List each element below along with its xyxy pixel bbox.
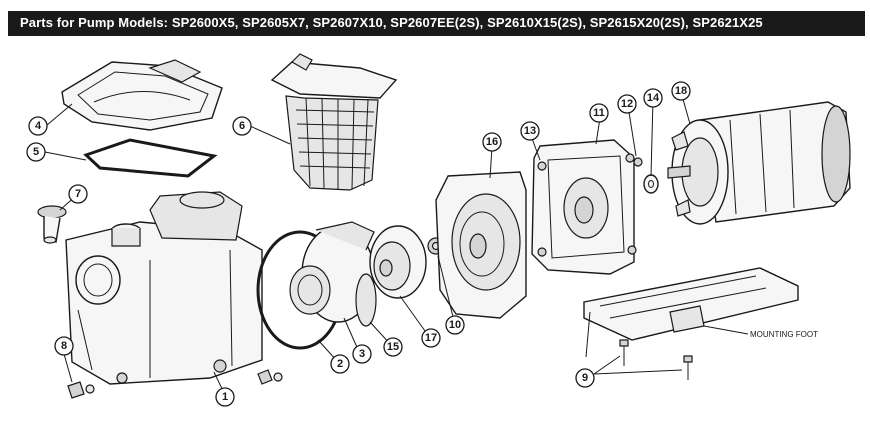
callout-8-number: 8 bbox=[61, 340, 67, 352]
callout-4: 4 bbox=[28, 116, 48, 136]
callout-16-number: 16 bbox=[486, 136, 498, 148]
foot-screws bbox=[619, 339, 693, 380]
callout-13: 13 bbox=[520, 121, 540, 141]
impeller bbox=[369, 225, 427, 299]
drain-plug-knob bbox=[37, 205, 67, 244]
callout-6: 6 bbox=[232, 116, 252, 136]
callout-1: 1 bbox=[215, 387, 235, 407]
callout-4-number: 4 bbox=[35, 120, 42, 132]
callout-17-number: 17 bbox=[425, 332, 437, 344]
callout-15-number: 15 bbox=[387, 341, 399, 353]
drain-plugs bbox=[67, 369, 283, 399]
callout-2-number: 2 bbox=[337, 358, 343, 370]
bracket-bolt bbox=[633, 157, 643, 167]
strainer-basket bbox=[270, 53, 398, 191]
callout-18-number: 18 bbox=[675, 85, 687, 97]
callout-7: 7 bbox=[68, 184, 88, 204]
callout-6-number: 6 bbox=[239, 120, 245, 132]
callout-17: 17 bbox=[421, 328, 441, 348]
callout-3: 3 bbox=[352, 344, 372, 364]
mounting-foot bbox=[583, 267, 799, 341]
impeller-ring bbox=[355, 273, 377, 327]
callout-5: 5 bbox=[26, 142, 46, 162]
callout-11: 11 bbox=[589, 103, 609, 123]
callout-8: 8 bbox=[54, 336, 74, 356]
callout-14: 14 bbox=[643, 88, 663, 108]
callout-16: 16 bbox=[482, 132, 502, 152]
callout-9: 9 bbox=[575, 368, 595, 388]
callout-3-number: 3 bbox=[359, 348, 365, 360]
callout-2: 2 bbox=[330, 354, 350, 374]
washer bbox=[643, 174, 659, 194]
callout-9-number: 9 bbox=[582, 372, 588, 384]
callout-5-number: 5 bbox=[33, 146, 39, 158]
callout-7-number: 7 bbox=[75, 188, 81, 200]
callout-12-number: 12 bbox=[621, 98, 633, 110]
callout-1-number: 1 bbox=[222, 391, 228, 403]
callout-12: 12 bbox=[617, 94, 637, 114]
motor bbox=[667, 101, 851, 225]
callout-13-number: 13 bbox=[524, 125, 536, 137]
callout-15: 15 bbox=[383, 337, 403, 357]
callout-18: 18 bbox=[671, 81, 691, 101]
parts-header-bar: Parts for Pump Models: SP2600X5, SP2605X… bbox=[8, 11, 865, 36]
seal-plate bbox=[435, 171, 527, 319]
cover-gasket bbox=[83, 138, 218, 178]
strainer-cover bbox=[61, 59, 223, 131]
pump-housing bbox=[65, 191, 263, 385]
callout-10-number: 10 bbox=[449, 319, 461, 331]
callout-11-number: 11 bbox=[593, 107, 605, 119]
parts-header-title: Parts for Pump Models: SP2600X5, SP2605X… bbox=[20, 15, 763, 30]
callout-10: 10 bbox=[445, 315, 465, 335]
motor-bracket bbox=[531, 139, 637, 275]
callout-14-number: 14 bbox=[647, 92, 660, 104]
mounting-foot-label: MOUNTING FOOT bbox=[750, 330, 818, 339]
